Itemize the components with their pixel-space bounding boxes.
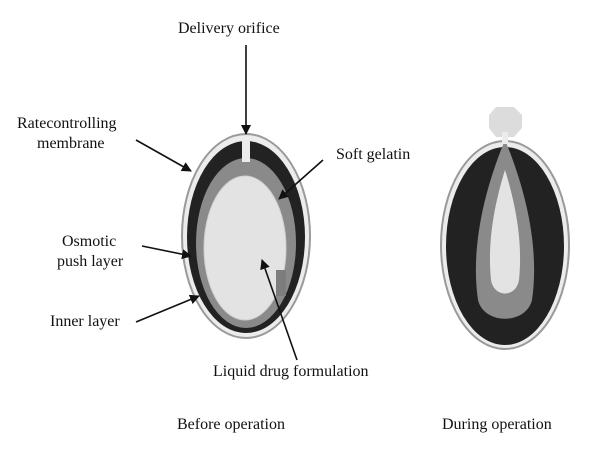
label-rate-controlling: Ratecontrolling [17, 115, 117, 132]
arrow-osmotic-push [141, 245, 192, 260]
leader-arrows [135, 45, 324, 361]
label-soft-gelatin: Soft gelatin [336, 146, 411, 163]
delivery-orifice-channel [242, 140, 250, 162]
label-osmotic: Osmotic [62, 233, 117, 250]
caption-during-operation: During operation [442, 416, 552, 433]
label-push-layer: push layer [57, 253, 124, 270]
arrow-liquid-drug [260, 259, 298, 361]
capsule-during-operation [440, 107, 570, 350]
arrow-inner-layer [135, 294, 200, 323]
expelled-drug-droplet [489, 107, 522, 137]
label-membrane: membrane [37, 135, 105, 152]
caption-before-operation: Before operation [177, 416, 285, 433]
drug-during [489, 170, 521, 294]
orifice-during [502, 132, 508, 144]
inner-layer-patch [276, 270, 286, 296]
liquid-drug-formulation [203, 175, 287, 321]
capsule-before-operation [181, 133, 311, 339]
arrow-rate-membrane [135, 139, 192, 172]
label-delivery-orifice: Delivery orifice [178, 20, 280, 37]
label-liquid-drug-formulation: Liquid drug formulation [213, 363, 369, 380]
label-inner-layer: Inner layer [50, 313, 120, 330]
arrow-soft-gelatin [278, 159, 324, 200]
